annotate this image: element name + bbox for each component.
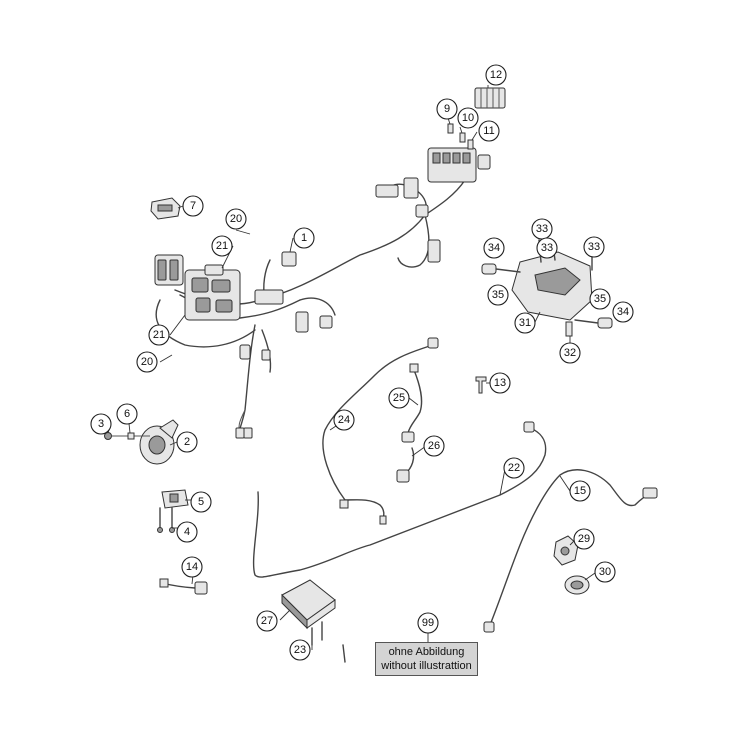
- callout-99: 99: [417, 612, 439, 634]
- callout-3: 3: [90, 413, 112, 435]
- callout-label-20-lower: 20: [141, 356, 153, 368]
- fuse-strip: [474, 87, 506, 109]
- callout-label-26: 26: [428, 440, 440, 452]
- callout-2: 2: [176, 431, 198, 453]
- callout-label-9: 9: [444, 103, 450, 115]
- callout-label-25: 25: [393, 392, 405, 404]
- cable-part-22: [252, 421, 547, 578]
- clip-part: [475, 376, 487, 394]
- callout-35-left: 35: [487, 284, 509, 306]
- callout-label-24: 24: [338, 414, 350, 426]
- callout-33-left: 33: [531, 218, 553, 240]
- callout-label-20-upper: 20: [230, 213, 242, 225]
- single-fuses: [447, 123, 474, 150]
- callout-31: 31: [514, 312, 536, 334]
- callout-label-2: 2: [184, 436, 190, 448]
- callout-label-23: 23: [294, 644, 306, 656]
- callout-5: 5: [190, 491, 212, 513]
- main-wiring-harness: [154, 177, 466, 439]
- note-line-german: ohne Abbildung: [388, 646, 465, 658]
- callout-7: 7: [182, 195, 204, 217]
- control-unit: [281, 579, 346, 663]
- callout-label-1: 1: [301, 232, 307, 244]
- callout-33-middle: 33: [536, 237, 558, 259]
- part-30-ring: [564, 575, 590, 595]
- callout-label-99: 99: [422, 617, 434, 629]
- relay: [150, 197, 181, 220]
- callout-26: 26: [423, 435, 445, 457]
- callout-label-27: 27: [261, 615, 273, 627]
- callout-27: 27: [256, 610, 278, 632]
- callout-13: 13: [489, 372, 511, 394]
- cable-part-15: [483, 469, 658, 633]
- callout-34-left: 34: [483, 237, 505, 259]
- callout-label-31: 31: [519, 317, 531, 329]
- callout-label-11: 11: [483, 125, 494, 137]
- callout-label-4: 4: [184, 526, 190, 538]
- callout-label-21-upper: 21: [216, 240, 228, 252]
- callout-34-right: 34: [612, 301, 634, 323]
- callout-33-right: 33: [583, 236, 605, 258]
- cable-part-24: [322, 337, 439, 525]
- callout-29: 29: [573, 528, 595, 550]
- callout-label-21-lower: 21: [153, 329, 165, 341]
- callout-label-34-right: 34: [617, 306, 629, 318]
- callout-label-30: 30: [599, 566, 611, 578]
- horn-assembly: [104, 419, 179, 465]
- callout-24: 24: [333, 409, 355, 431]
- callout-12: 12: [485, 64, 507, 86]
- callout-label-33-left: 33: [536, 223, 548, 235]
- not-illustrated-note: ohne Abbildung without illustrattion: [375, 642, 478, 676]
- note-line-english: without illustrattion: [381, 660, 472, 672]
- callout-32: 32: [559, 342, 581, 364]
- callout-22: 22: [503, 457, 525, 479]
- bracket-part: [157, 489, 189, 533]
- callout-label-13: 13: [494, 377, 506, 389]
- callout-label-5: 5: [198, 496, 204, 508]
- callout-25: 25: [388, 387, 410, 409]
- callout-label-33-middle: 33: [541, 242, 553, 254]
- callout-label-12: 12: [490, 69, 502, 81]
- callout-9: 9: [436, 98, 458, 120]
- callout-label-6: 6: [124, 408, 130, 420]
- callout-20-upper: 20: [225, 208, 247, 230]
- callout-label-14: 14: [186, 561, 198, 573]
- callout-label-33-right: 33: [588, 241, 600, 253]
- callout-14: 14: [181, 556, 203, 578]
- sensor-part-26: [396, 447, 415, 483]
- callout-21-lower: 21: [148, 324, 170, 346]
- callout-20-lower: 20: [136, 351, 158, 373]
- callout-label-22: 22: [508, 462, 520, 474]
- callout-label-35-right: 35: [594, 293, 606, 305]
- callout-11: 11: [478, 120, 500, 142]
- callout-4: 4: [176, 521, 198, 543]
- fuse-box: [427, 147, 491, 183]
- leader-lines: [107, 85, 596, 650]
- callout-21-upper: 21: [211, 235, 233, 257]
- callout-label-10: 10: [462, 112, 474, 124]
- mounting-bracket-assembly: [481, 239, 613, 337]
- callout-23: 23: [289, 639, 311, 661]
- callout-label-35-left: 35: [492, 289, 504, 301]
- cable-part-14: [159, 578, 208, 595]
- callout-label-3: 3: [98, 418, 104, 430]
- callout-label-7: 7: [190, 200, 196, 212]
- callout-10: 10: [457, 107, 479, 129]
- callout-1: 1: [293, 227, 315, 249]
- callout-35-right: 35: [589, 288, 611, 310]
- callout-label-15: 15: [574, 485, 586, 497]
- callout-label-34-left: 34: [488, 242, 500, 254]
- callout-15: 15: [569, 480, 591, 502]
- callout-30: 30: [594, 561, 616, 583]
- callout-label-32: 32: [564, 347, 576, 359]
- callout-label-29: 29: [578, 533, 590, 545]
- callout-6: 6: [116, 403, 138, 425]
- sensor-part-25: [401, 363, 423, 443]
